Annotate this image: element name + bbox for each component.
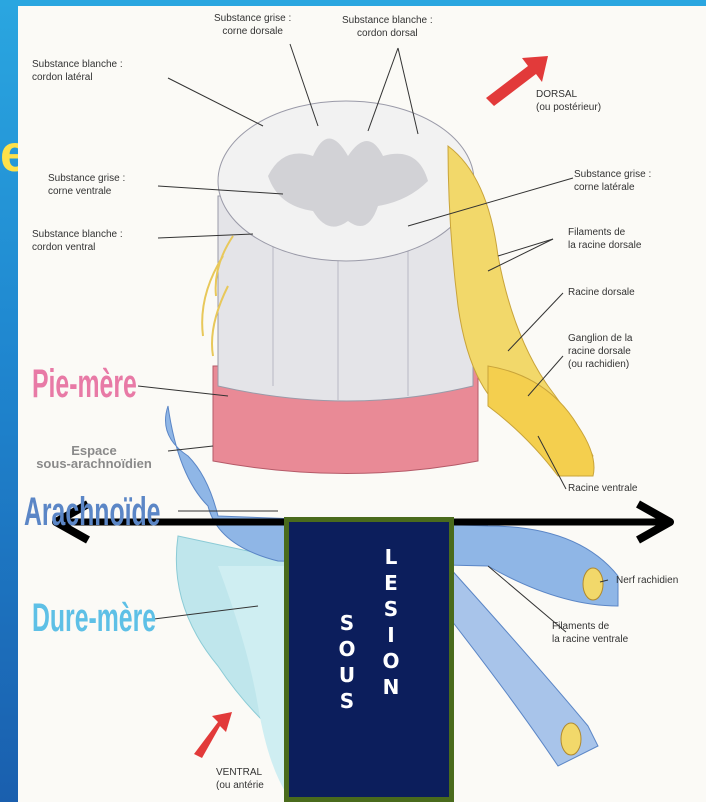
sous-lesion-box: S O U S L E S I O N — [284, 517, 454, 802]
label-grise-corne-laterale: Substance grise :corne latérale — [574, 168, 651, 194]
label-ventral: VENTRAL(ou antérie — [216, 766, 264, 792]
nerve-end-bottom — [561, 723, 581, 755]
label-dorsal: DORSAL(ou postérieur) — [536, 88, 601, 114]
label-dure-mere: Dure-mère — [32, 598, 156, 638]
label-racine-dorsale: Racine dorsale — [568, 286, 635, 299]
text-sous-column: S O U S — [337, 610, 357, 714]
nerve-end-right — [583, 568, 603, 600]
label-nerf-rachidien: Nerf rachidien — [616, 574, 678, 587]
label-grise-corne-dorsale: Substance grise :corne dorsale — [214, 12, 291, 38]
label-arachnoide: Arachnoïde — [24, 492, 160, 532]
label-grise-corne-ventrale: Substance grise :corne ventrale — [48, 172, 125, 198]
label-pie-mere: Pie-mère — [32, 364, 137, 404]
label-blanche-cordon-lateral: Substance blanche :cordon latéral — [32, 58, 123, 84]
label-racine-ventrale: Racine ventrale — [568, 482, 637, 495]
label-blanche-cordon-ventral: Substance blanche :cordon ventral — [32, 228, 123, 254]
ventral-arrow — [194, 712, 232, 758]
text-lesion-column: L E S I O N — [381, 544, 401, 700]
label-blanche-cordon-dorsal: Substance blanche :cordon dorsal — [342, 14, 433, 40]
